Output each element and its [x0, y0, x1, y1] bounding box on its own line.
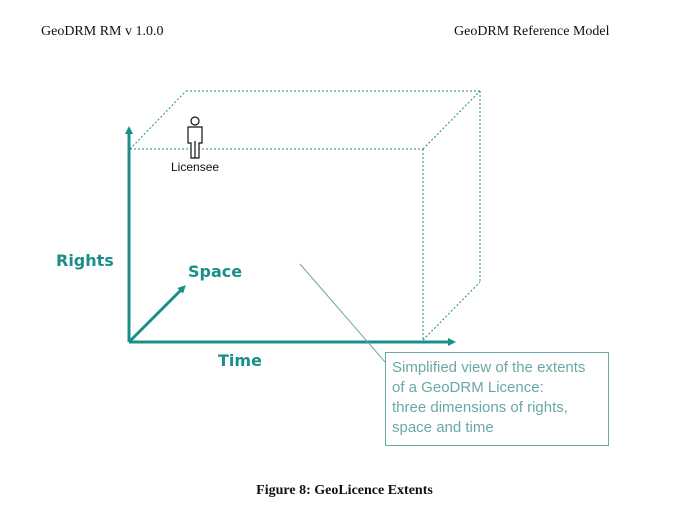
box-top-left-depth-edge: [129, 90, 187, 150]
callout-line: of a GeoDRM Licence:: [392, 379, 544, 396]
rights-axis-label: Rights: [56, 251, 114, 270]
callout-line: three dimensions of rights,: [392, 399, 568, 416]
callout-line: Simplified view of the extents: [392, 359, 586, 376]
extent-box: [129, 90, 481, 341]
licensee-label: Licensee: [171, 160, 220, 174]
figure-caption: Figure 8: GeoLicence Extents: [256, 483, 433, 498]
licensee-person-icon: [187, 116, 203, 159]
header-document-title: GeoDRM Reference Model: [454, 24, 610, 39]
time-axis-label: Time: [218, 351, 262, 370]
callout-leader-line: [299, 263, 386, 363]
callout-box: Simplified view of the extents of a GeoD…: [385, 352, 609, 446]
box-bottom-right-depth-edge: [422, 281, 481, 341]
box-top-right-depth-edge: [422, 90, 481, 150]
header-document-version: GeoDRM RM v 1.0.0: [41, 24, 164, 39]
space-axis: [127, 285, 186, 344]
callout-line: space and time: [392, 419, 494, 436]
space-axis-label: Space: [188, 262, 243, 281]
